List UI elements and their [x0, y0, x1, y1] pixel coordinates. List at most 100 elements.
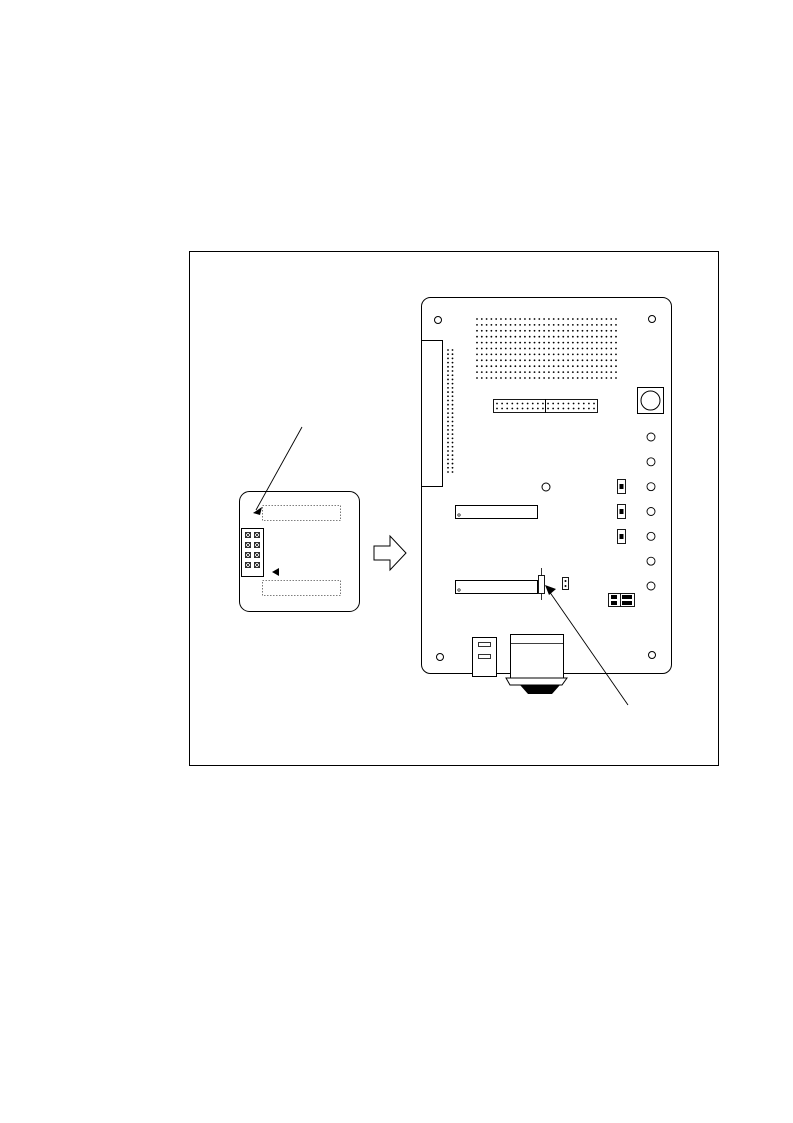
connector-pin [451, 458, 454, 461]
perf-dot [615, 359, 617, 362]
perf-dot [562, 377, 565, 379]
dotted-socket-lower [262, 580, 341, 596]
pin-square [245, 552, 251, 558]
perf-dot [552, 341, 555, 344]
perf-dot [538, 324, 541, 326]
header-pin [582, 402, 585, 405]
perf-dot [595, 347, 598, 350]
perf-dot [543, 318, 546, 320]
perf-dot [562, 365, 565, 368]
perf-dot [543, 329, 546, 332]
perf-dot [476, 353, 478, 356]
connector-pin [447, 365, 449, 368]
pin-square [254, 562, 260, 568]
perf-dot [528, 365, 531, 368]
perf-dot [615, 335, 617, 338]
perf-dot [500, 377, 502, 379]
socket-lower-pin1 [457, 588, 461, 592]
perf-dot [504, 347, 507, 350]
header-pin [593, 402, 595, 405]
pin-cross [245, 532, 251, 538]
connector-pin [447, 407, 449, 410]
pin-cross [245, 552, 251, 558]
connector-pin [447, 424, 449, 427]
perf-dot [500, 371, 502, 373]
perf-dot [533, 353, 536, 356]
perf-dot [509, 318, 512, 320]
perf-dot [581, 347, 584, 350]
perf-dot [600, 324, 603, 326]
mounted-pin-header [538, 575, 545, 594]
push-switch-actuator [619, 534, 624, 539]
connector-pin [451, 399, 454, 402]
perf-dot [571, 324, 574, 326]
perf-dot [610, 347, 613, 350]
connector-pin [447, 357, 449, 360]
perf-dot [519, 324, 522, 326]
perf-dot [509, 377, 512, 379]
perf-dot [562, 335, 565, 338]
perf-dot [495, 371, 498, 373]
pin-square [245, 532, 251, 538]
connector-pin [447, 462, 449, 465]
perf-dot [591, 329, 593, 332]
perf-dot [543, 341, 546, 344]
perf-dot [615, 365, 617, 368]
perf-dot [524, 318, 526, 320]
callout-line-right [548, 590, 629, 706]
zoom-panel-outline [239, 491, 360, 612]
perf-dot [524, 365, 526, 368]
perf-dot [514, 353, 517, 356]
perf-dot [586, 324, 589, 326]
perf-dot [509, 335, 512, 338]
perf-dot [571, 341, 574, 344]
perf-dot [610, 377, 613, 379]
header-pin [587, 407, 590, 410]
perf-dot [538, 341, 541, 344]
perf-dot [476, 329, 478, 332]
connector-pin [447, 391, 449, 393]
perf-dot [509, 359, 512, 362]
perf-dot [504, 353, 507, 356]
board-outline [421, 297, 672, 674]
header-pin [562, 402, 565, 405]
perf-dot [591, 377, 593, 379]
connector-pin [451, 471, 454, 473]
perf-dot [581, 324, 584, 326]
connector-pin [447, 429, 449, 431]
perf-dot [586, 359, 589, 362]
perf-dot [552, 377, 555, 379]
perf-dot [485, 359, 488, 362]
header-pin [567, 407, 570, 410]
perf-dot [519, 365, 522, 368]
perf-dot [504, 371, 507, 373]
perf-dot [533, 359, 536, 362]
header-pin [547, 402, 549, 405]
perf-dot [610, 353, 613, 356]
connector-pin [447, 450, 449, 452]
connector-pin [447, 361, 449, 364]
perf-dot [480, 359, 483, 362]
perf-dot [567, 359, 569, 362]
perf-dot [600, 318, 603, 320]
perf-dot [538, 353, 541, 356]
perf-dot [595, 359, 598, 362]
perf-dot [495, 335, 498, 338]
perf-dot [595, 324, 598, 326]
perf-dot [567, 318, 569, 320]
dip-jumper-block [608, 593, 635, 607]
connector-pin [451, 370, 454, 372]
perf-dot [519, 329, 522, 332]
connector-pin [451, 420, 454, 423]
perf-dot [581, 318, 584, 320]
perf-dot [571, 318, 574, 320]
perf-dot [504, 318, 507, 320]
perf-dot [504, 359, 507, 362]
mounting-hole [436, 653, 444, 661]
perf-dot [504, 324, 507, 326]
perf-dot [528, 329, 531, 332]
perf-dot [567, 329, 569, 332]
perf-dot [586, 318, 589, 320]
perf-dot [480, 335, 483, 338]
perf-dot [480, 377, 483, 379]
